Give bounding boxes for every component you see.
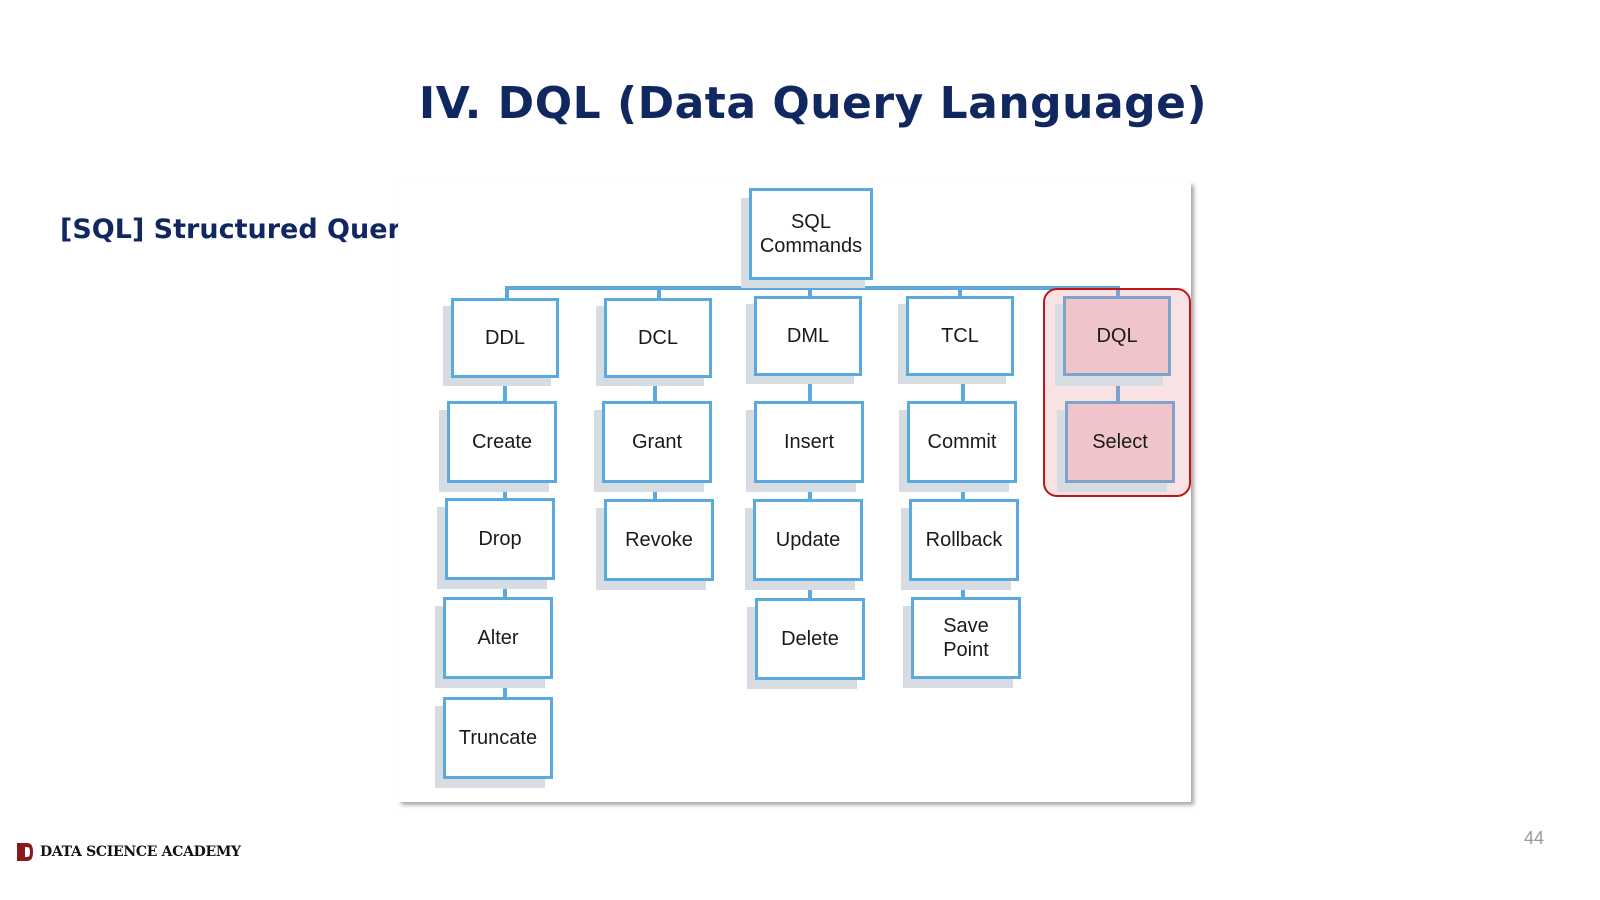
branch-drop-tcl	[958, 286, 962, 298]
node-create: Create	[447, 401, 557, 483]
node-truncate: Truncate	[443, 697, 553, 779]
node-dml: DML	[754, 296, 862, 376]
branch-drop-dcl	[657, 286, 661, 298]
node-revoke: Revoke	[604, 499, 714, 581]
node-save-point: Save Point	[911, 597, 1021, 679]
node-select: Select	[1065, 401, 1175, 483]
branch-bus	[505, 286, 1120, 290]
academy-logo-icon	[17, 843, 33, 861]
brand-logo: DATA SCIENCE ACADEMY	[16, 842, 241, 862]
node-dcl: DCL	[604, 298, 712, 378]
node-tcl: TCL	[906, 296, 1014, 376]
node-sql-commands: SQL Commands	[749, 188, 873, 280]
branch-drop-dml	[808, 286, 812, 298]
column-line-dql	[1116, 374, 1120, 402]
node-drop: Drop	[445, 498, 555, 580]
node-update: Update	[753, 499, 863, 581]
node-rollback: Rollback	[909, 499, 1019, 581]
node-alter: Alter	[443, 597, 553, 679]
node-ddl: DDL	[451, 298, 559, 378]
branch-drop-ddl	[505, 286, 509, 298]
node-delete: Delete	[755, 598, 865, 680]
brand-name: DATA SCIENCE ACADEMY	[40, 844, 241, 860]
slide-title: IV. DQL (Data Query Language)	[418, 78, 1208, 129]
node-dql: DQL	[1063, 296, 1171, 376]
node-insert: Insert	[754, 401, 864, 483]
node-commit: Commit	[907, 401, 1017, 483]
page-number: 44	[1523, 828, 1544, 848]
branch-drop-dql	[1116, 286, 1120, 298]
node-grant: Grant	[602, 401, 712, 483]
